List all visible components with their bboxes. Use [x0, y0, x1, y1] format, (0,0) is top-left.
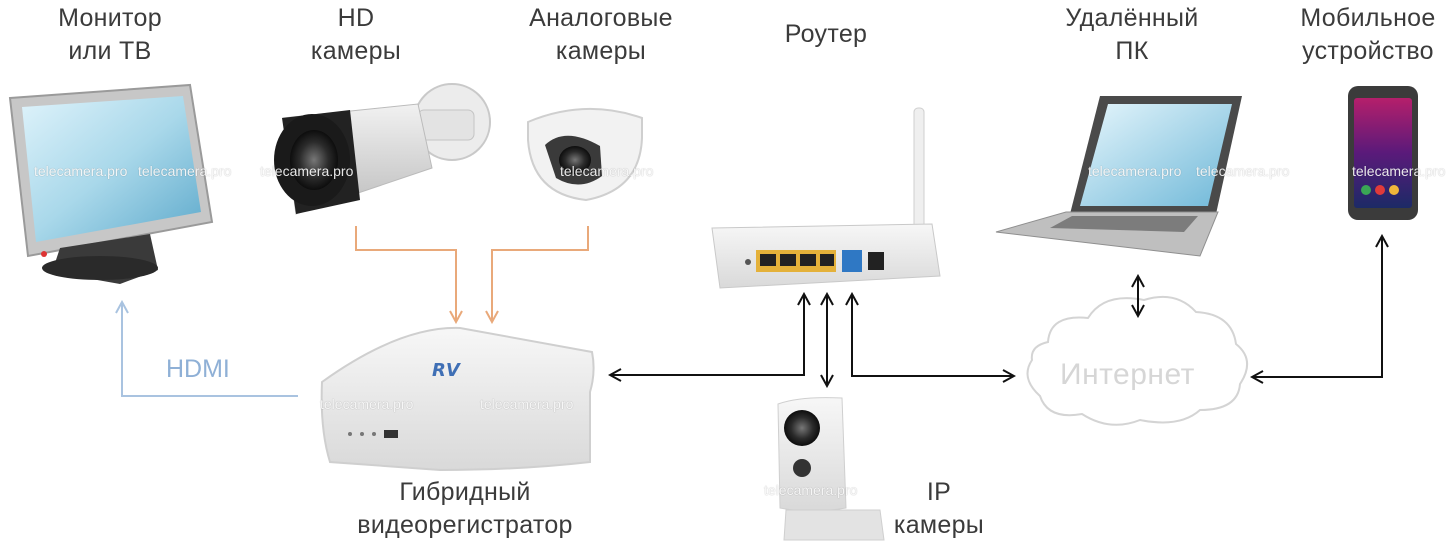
monitor-icon [8, 83, 214, 284]
dvr-label-line2: видеорегистратор [357, 511, 573, 539]
remote-pc-label-line2: ПК [1115, 37, 1149, 65]
dvr-router-connection-line [610, 294, 804, 375]
hd-cameras-label-line2: камеры [310, 37, 402, 65]
remote-pc-label-line1: Удалённый [1065, 4, 1199, 32]
ip-cameras-label: IP камеры [884, 476, 994, 542]
watermark: telecamera.pro [560, 163, 654, 179]
dvr-icon: RV [320, 326, 595, 472]
ip-cameras-label-line1: IP [926, 478, 952, 506]
router-label: Роутер [770, 18, 882, 51]
watermark: telecamera.pro [1196, 163, 1290, 179]
hd-cameras-label-line1: HD [337, 4, 375, 32]
hdmi-connection-line [122, 302, 298, 397]
watermark: telecamera.pro [480, 396, 574, 412]
dvr-label-line1: Гибридный [399, 478, 531, 506]
router-icon [711, 107, 941, 289]
mobile-phone-icon [1348, 86, 1418, 220]
router-internet-connection-line [852, 294, 1014, 376]
watermark: telecamera.pro [1352, 163, 1446, 179]
analog-camera-connection-line [492, 226, 589, 322]
ip-camera-icon [777, 397, 885, 541]
remote-pc-label: Удалённый ПК [1052, 2, 1212, 68]
monitor-label: Монитор или ТВ [40, 2, 180, 68]
analog-camera-icon [527, 107, 643, 202]
monitor-label-line1: Монитор [58, 4, 162, 32]
router-label-line1: Роутер [784, 20, 868, 48]
hdmi-label: HDMI [166, 355, 230, 383]
hd-camera-connection-line [355, 226, 456, 322]
internet-label: Интернет [1060, 358, 1195, 391]
mobile-internet-connection-line [1252, 236, 1382, 377]
hd-cameras-label: HD камеры [296, 2, 416, 68]
mobile-label-line2: устройство [1302, 37, 1434, 65]
watermark: telecamera.pro [1088, 163, 1182, 179]
analog-cameras-label: Аналоговые камеры [518, 2, 684, 68]
watermark: telecamera.pro [138, 163, 232, 179]
laptop-icon [995, 96, 1242, 257]
hd-camera-icon [274, 83, 491, 215]
analog-cameras-label-line1: Аналоговые [529, 4, 673, 32]
watermark: telecamera.pro [764, 482, 858, 498]
mobile-device-label: Мобильное устройство [1290, 2, 1446, 68]
watermark: telecamera.pro [34, 163, 128, 179]
mobile-label-line1: Мобильное [1300, 4, 1436, 32]
analog-cameras-label-line2: камеры [555, 37, 647, 65]
dvr-label: Гибридный видеорегистратор [346, 476, 584, 542]
svg-text:RV: RV [432, 360, 462, 381]
watermark: telecamera.pro [320, 396, 414, 412]
watermark: telecamera.pro [260, 163, 354, 179]
ip-cameras-label-line2: камеры [893, 511, 985, 539]
monitor-label-line2: или ТВ [68, 37, 152, 65]
